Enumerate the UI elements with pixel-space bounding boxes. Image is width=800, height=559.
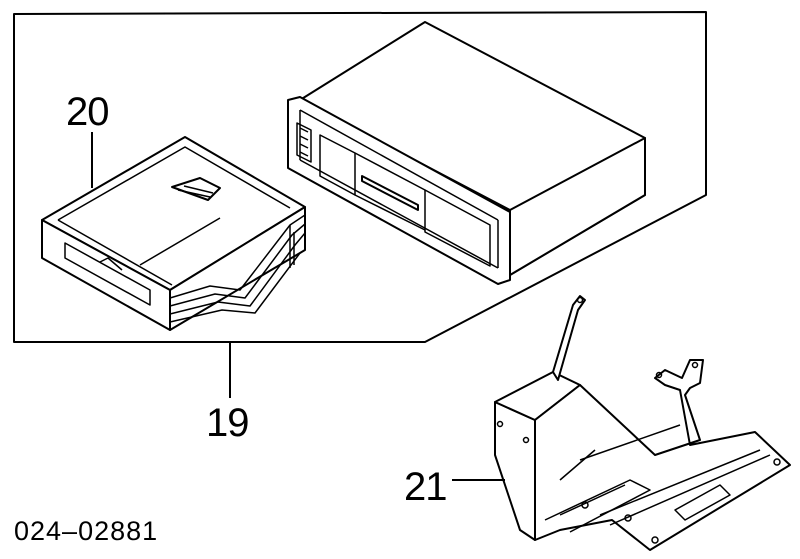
- callout-20: 20: [66, 90, 109, 134]
- document-number: 024–02881: [14, 516, 158, 546]
- group-frame-19: [13, 11, 707, 343]
- callout-19: 19: [206, 401, 249, 445]
- callout-21: 21: [404, 465, 447, 509]
- cd-changer-unit: [287, 21, 646, 285]
- mounting-bracket: [494, 295, 791, 551]
- cd-magazine: [41, 136, 306, 331]
